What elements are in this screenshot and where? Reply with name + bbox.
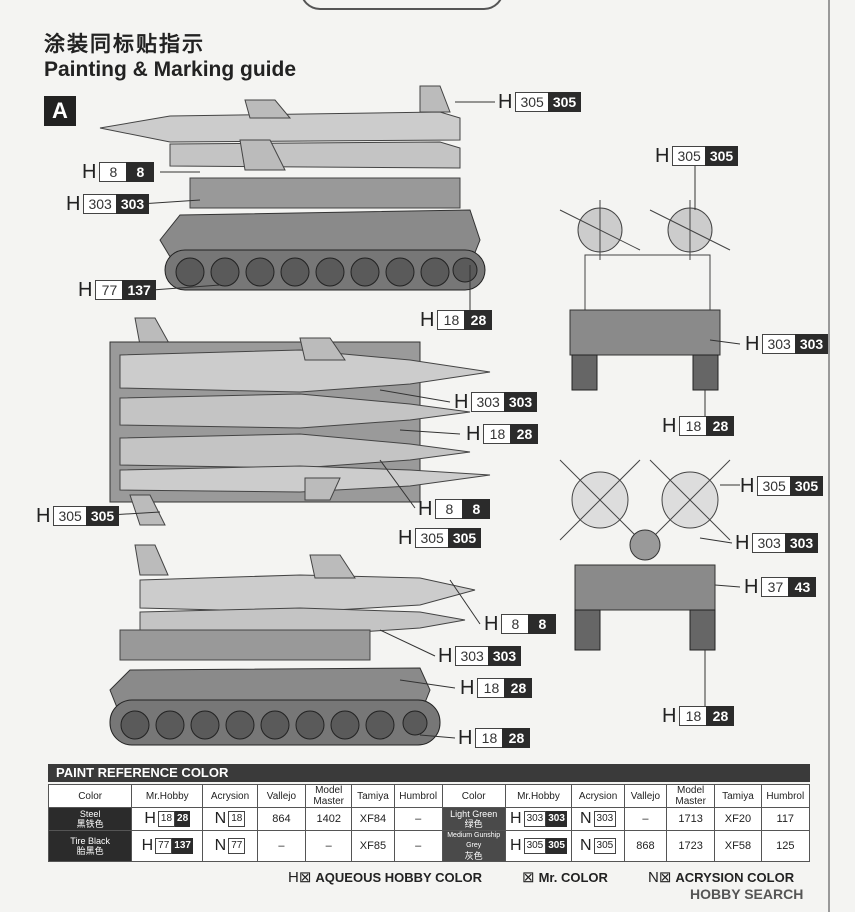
legend-acrysion: N⊠ACRYSION COLOR [648, 869, 795, 886]
paint-reference-table: Color Mr.Hobby Acrysion Vallejo Model Ma… [47, 784, 811, 862]
model-master-cell: 1713 [665, 807, 716, 831]
th-humbrol: Humbrol [393, 784, 443, 808]
th-color: Color [47, 784, 133, 808]
th-model-master-2: Model Master [665, 784, 716, 808]
front-view-1 [559, 200, 731, 391]
th-acrysion-2: Acrysion [571, 784, 625, 808]
th-vallejo-2: Vallejo [623, 784, 667, 808]
humbrol-cell: 125 [760, 830, 811, 862]
tamiya-cell: XF58 [714, 830, 762, 862]
model-master-cell: 1402 [305, 807, 353, 831]
model-master-cell: – [305, 830, 353, 862]
vallejo-cell: – [623, 807, 667, 831]
legend-mr-color: ⊠Mr. COLOR [522, 869, 608, 886]
th-model-master: Model Master [305, 784, 353, 808]
th-acrysion: Acrysion [202, 784, 258, 808]
humbrol-cell: – [393, 830, 443, 862]
vallejo-cell: 864 [256, 807, 307, 831]
humbrol-cell: 117 [760, 807, 811, 831]
th-humbrol-2: Humbrol [760, 784, 811, 808]
th-color-2: Color [441, 784, 506, 808]
title-english: Painting & Marking guide [44, 58, 297, 81]
vallejo-cell: 868 [623, 830, 667, 862]
tamiya-cell: XF20 [714, 807, 762, 831]
humbrol-cell: – [393, 807, 443, 831]
top-view [109, 317, 491, 526]
th-mrhobby-2: Mr.Hobby [504, 784, 573, 808]
th-tamiya: Tamiya [351, 784, 395, 808]
section-label: A [44, 96, 76, 126]
page-spine [828, 0, 830, 912]
tamiya-cell: XF85 [351, 830, 395, 862]
vallejo-cell: – [256, 830, 307, 862]
th-mrhobby: Mr.Hobby [131, 784, 204, 808]
front-view-2 [559, 459, 731, 651]
model-master-cell: 1723 [665, 830, 716, 862]
side-view-1 [99, 85, 486, 291]
watermark: HOBBY SEARCH [690, 886, 804, 902]
th-tamiya-2: Tamiya [714, 784, 762, 808]
th-vallejo: Vallejo [256, 784, 307, 808]
table-header-row: Color Mr.Hobby Acrysion Vallejo Model Ma… [47, 784, 811, 808]
side-view-2 [109, 544, 476, 746]
paint-table-title: PAINT REFERENCE COLOR [48, 764, 810, 782]
legend-aqueous: H⊠AQUEOUS HOBBY COLOR [288, 869, 483, 886]
title-chinese: 涂装同标贴指示 [44, 33, 205, 56]
tamiya-cell: XF84 [351, 807, 395, 831]
